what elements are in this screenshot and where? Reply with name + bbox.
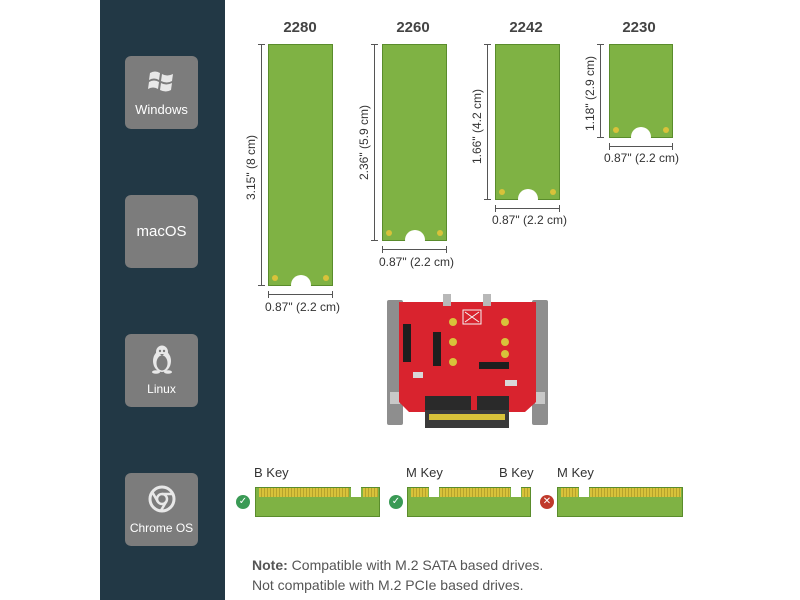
os-tile-macos: macOS — [125, 195, 198, 268]
dimension-line-width-2242 — [495, 205, 560, 212]
incompatible-x-icon-m-key: ✕ — [540, 495, 554, 509]
note-compatible-text: Compatible with M.2 SATA based drives. — [287, 557, 544, 573]
card-size-label-2230: 2230 — [622, 19, 656, 36]
m2-card-2280 — [268, 44, 333, 295]
key-label-b-2: B Key — [499, 465, 534, 480]
edge-connector-b-key — [255, 487, 380, 517]
m2-card-2260 — [382, 44, 447, 250]
edge-connector-bm-key — [407, 487, 531, 517]
key-label-b: B Key — [254, 465, 289, 480]
dimension-line-length-2230 — [597, 44, 604, 138]
os-sidebar: Windows macOS Linux — [100, 0, 225, 600]
card-width-2242: 0.87" (2.2 cm) — [492, 213, 567, 227]
compatible-check-icon-bm-key: ✓ — [389, 495, 403, 509]
key-label-m: M Key — [406, 465, 443, 480]
dimension-line-width-2280 — [268, 291, 333, 298]
card-length-2230: 1.18" (2.9 cm) — [583, 56, 597, 131]
os-tile-chromeos: Chrome OS — [125, 473, 198, 546]
card-size-label-2260: 2260 — [396, 19, 430, 36]
dimension-line-length-2260 — [371, 44, 378, 241]
card-width-2230: 0.87" (2.2 cm) — [604, 151, 679, 165]
note-line-2: Not compatible with M.2 PCIe based drive… — [252, 577, 524, 593]
os-tile-windows: Windows — [125, 56, 198, 129]
card-length-2260: 2.36" (5.9 cm) — [357, 105, 371, 180]
card-width-2280: 0.87" (2.2 cm) — [265, 300, 340, 314]
os-label-linux: Linux — [147, 382, 176, 396]
m2-card-2242 — [495, 44, 560, 209]
os-label-chromeos: Chrome OS — [129, 521, 194, 535]
chrome-logo-icon — [125, 485, 198, 513]
linux-penguin-icon — [125, 344, 198, 374]
adapter-board-image — [385, 292, 550, 437]
key-label-m-2: M Key — [557, 465, 594, 480]
dimension-line-width-2230 — [609, 143, 673, 150]
dimension-line-width-2260 — [382, 246, 447, 253]
card-length-2280: 3.15" (8 cm) — [244, 135, 258, 200]
os-tile-linux: Linux — [125, 334, 198, 407]
os-label-macos: macOS — [136, 223, 187, 240]
compatible-check-icon-b-key: ✓ — [236, 495, 250, 509]
card-length-2242: 1.66" (4.2 cm) — [470, 89, 484, 164]
dimension-line-length-2280 — [258, 44, 265, 286]
card-width-2260: 0.87" (2.2 cm) — [379, 255, 454, 269]
os-label-windows: Windows — [135, 102, 188, 117]
note-line-1: Note: Compatible with M.2 SATA based dri… — [252, 557, 543, 573]
card-size-label-2280: 2280 — [283, 19, 317, 36]
note-label: Note: — [252, 557, 288, 573]
m2-card-2230 — [609, 44, 673, 147]
windows-logo-icon — [125, 68, 198, 94]
card-size-label-2242: 2242 — [509, 19, 543, 36]
edge-connector-m-key — [557, 487, 683, 517]
dimension-line-length-2242 — [484, 44, 491, 200]
